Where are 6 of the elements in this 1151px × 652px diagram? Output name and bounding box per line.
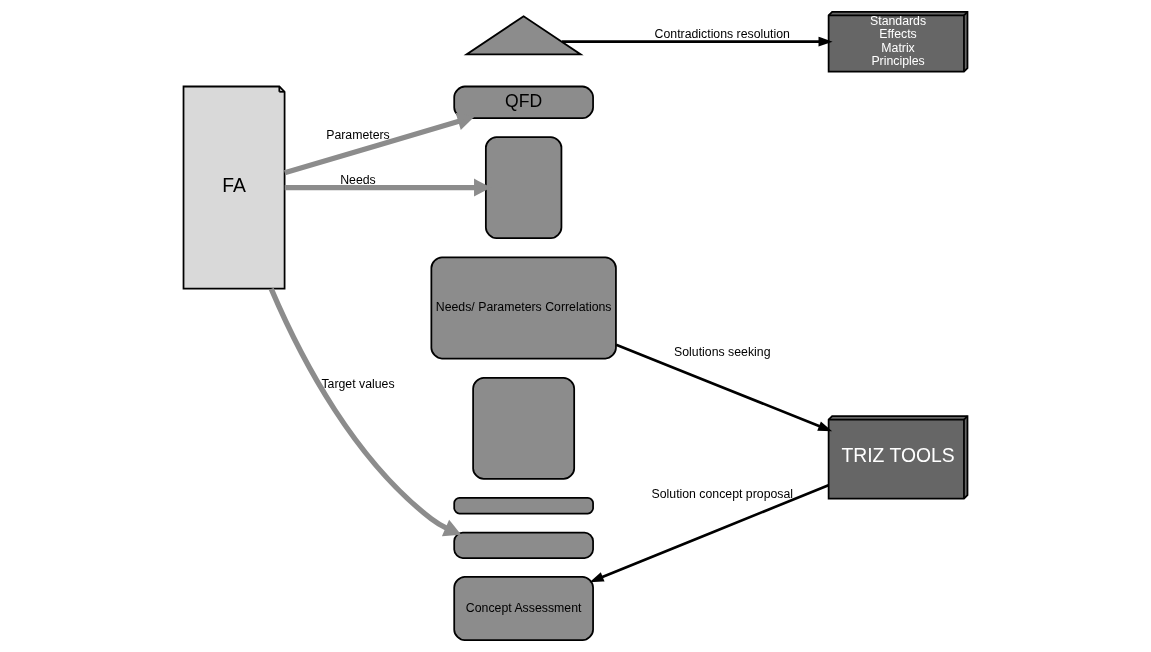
edge-label: Parameters [326, 127, 390, 142]
edge-label: Needs [340, 173, 376, 188]
edge-label: Solutions seeking [674, 345, 771, 360]
edge-label: Solution concept proposal [651, 487, 794, 501]
edge-label: Contradictions resolution [654, 27, 790, 42]
edge-label: Target values [321, 377, 395, 392]
